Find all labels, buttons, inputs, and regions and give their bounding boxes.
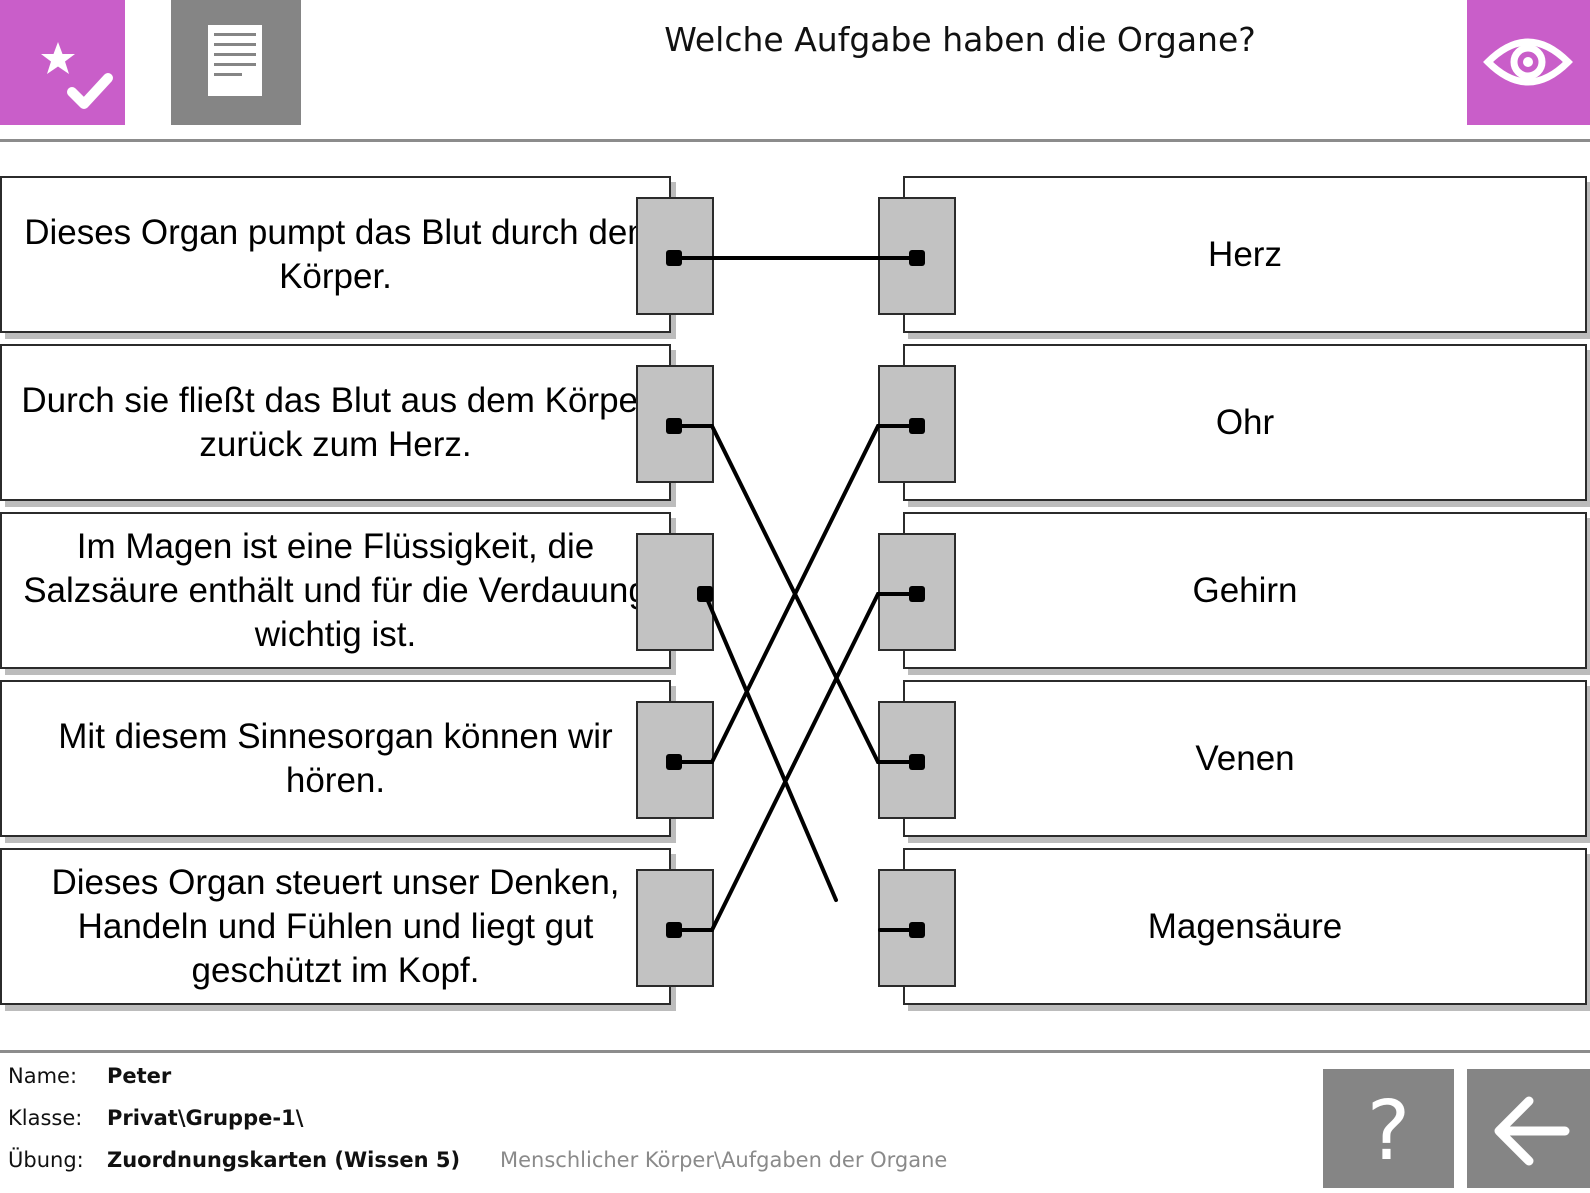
connection-line-3 <box>703 592 838 902</box>
connector-dot <box>909 418 925 434</box>
question-card-2[interactable]: Durch sie fließt das Blut aus dem Körper… <box>0 344 671 501</box>
answer-card-3[interactable]: Gehirn <box>903 512 1587 669</box>
answer-text: Venen <box>1195 738 1295 778</box>
answer-text: Magensäure <box>1147 906 1343 946</box>
class-label: Klasse: <box>8 1106 83 1130</box>
star-check-icon <box>41 42 113 109</box>
answer-card-4[interactable]: Venen <box>903 680 1587 837</box>
page-title: Welche Aufgabe haben die Organe? <box>664 20 1256 59</box>
question-card-5[interactable]: Dieses Organ steuert unser Denken, Hande… <box>0 848 671 1005</box>
help-label: ? <box>1366 1084 1411 1179</box>
connector-dot <box>909 754 925 770</box>
question-card-1[interactable]: Dieses Organ pumpt das Blut durch den Kö… <box>0 176 671 333</box>
exercise-path: Menschlicher Körper\Aufgaben der Organe <box>500 1148 948 1172</box>
eye-icon <box>1483 38 1573 86</box>
connector-dot <box>666 250 682 266</box>
header-divider <box>0 139 1590 142</box>
footer-divider <box>0 1050 1590 1053</box>
connector-dot <box>909 586 925 602</box>
question-text: Durch sie fließt das Blut aus dem Körper… <box>21 380 650 464</box>
document-icon <box>208 25 262 96</box>
connector-dot <box>666 754 682 770</box>
name-label: Name: <box>8 1064 78 1088</box>
question-text: Dieses Organ steuert unser Denken, Hande… <box>51 862 620 990</box>
answer-card-1[interactable]: Herz <box>903 176 1587 333</box>
exercise-label: Übung: <box>8 1148 84 1172</box>
answer-card-2[interactable]: Ohr <box>903 344 1587 501</box>
back-button[interactable] <box>1467 1069 1590 1188</box>
question-card-4[interactable]: Mit diesem Sinnesorgan können wir hören. <box>0 680 671 837</box>
answer-text: Gehirn <box>1192 570 1298 610</box>
worksheet-button[interactable] <box>171 0 301 125</box>
question-card-3[interactable]: Im Magen ist eine Flüssigkeit, die Salzs… <box>0 512 671 669</box>
answer-card-5[interactable]: Magensäure <box>903 848 1587 1005</box>
show-solution-button[interactable] <box>1467 0 1590 125</box>
arrow-left-icon <box>1494 1096 1570 1166</box>
connection-line-4 <box>672 424 919 764</box>
connection-line-5 <box>672 592 919 932</box>
help-button[interactable]: ? <box>1323 1069 1454 1188</box>
question-text: Dieses Organ pumpt das Blut durch den Kö… <box>24 212 647 296</box>
connector-dot <box>666 418 682 434</box>
answer-text: Ohr <box>1215 402 1275 442</box>
connector-dot <box>666 922 682 938</box>
connector-dot <box>697 586 713 602</box>
connector-dot <box>909 250 925 266</box>
question-text: Im Magen ist eine Flüssigkeit, die Salzs… <box>23 526 648 654</box>
name-value: Peter <box>107 1064 172 1088</box>
connector-dot <box>909 922 925 938</box>
evaluate-button[interactable] <box>0 0 125 125</box>
exercise-value: Zuordnungskarten (Wissen 5) <box>107 1148 461 1172</box>
question-text: Mit diesem Sinnesorgan können wir hören. <box>58 716 613 800</box>
answer-text: Herz <box>1208 234 1282 274</box>
class-value: Privat\Gruppe-1\ <box>107 1106 304 1130</box>
